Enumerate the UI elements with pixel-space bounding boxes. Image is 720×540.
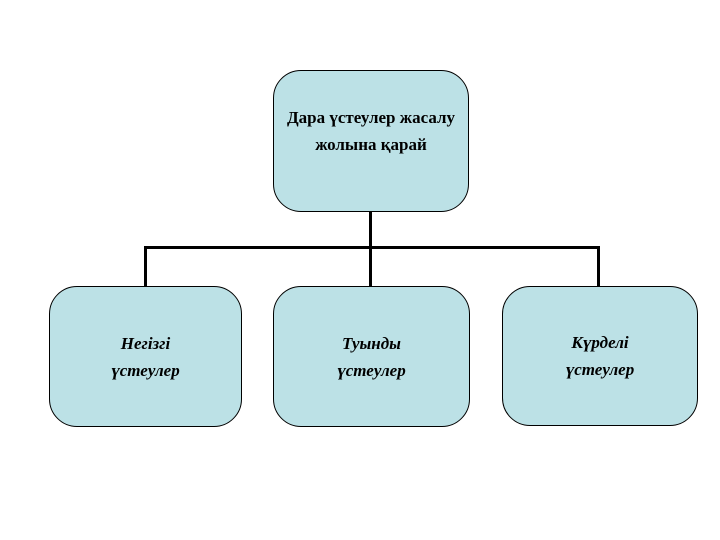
connector-drop-right [597,246,600,286]
node-child-kurdeli: Күрделі үстеулер [502,286,698,426]
connector-drop-left [144,246,147,287]
connector-root-stem [369,212,372,249]
node-root-label: Дара үстеулер жасалу жолына қарай [286,108,456,154]
node-child-negizgi: Негізгі үстеулер [49,286,242,427]
connector-horizontal-bar [144,246,600,249]
connector-drop-center [369,246,372,287]
node-child-tuyndy-label: Туынды үстеулер [337,333,406,380]
node-child-negizgi-label: Негізгі үстеулер [111,333,180,380]
node-child-kurdeli-label: Күрделі үстеулер [565,333,635,379]
node-root: Дара үстеулер жасалу жолына қарай [273,70,469,212]
node-child-tuyndy: Туынды үстеулер [273,286,470,427]
